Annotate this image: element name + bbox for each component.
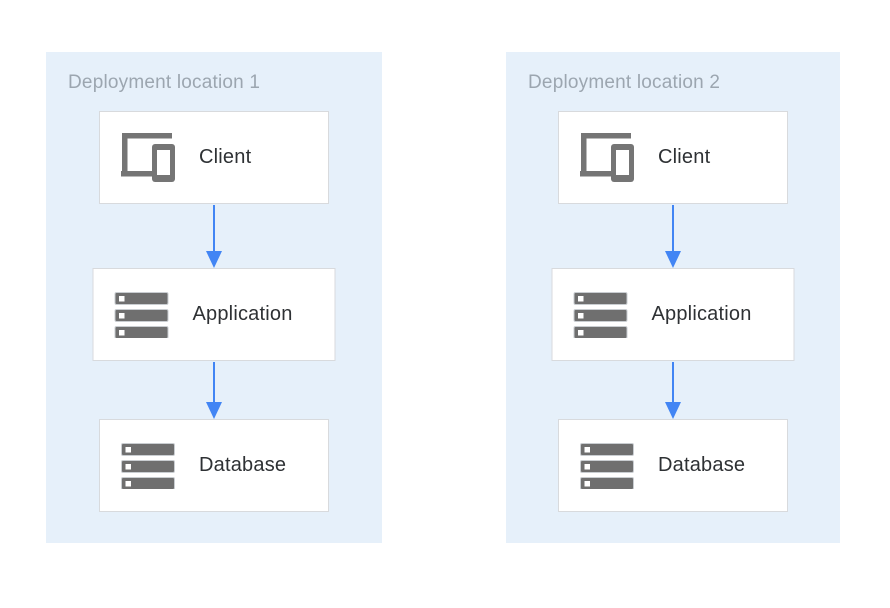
node-application: Application xyxy=(92,268,336,361)
arrow-client-to-application xyxy=(206,205,222,268)
server-stack-icon xyxy=(121,442,175,489)
arrow-line xyxy=(672,205,674,251)
arrow-head xyxy=(665,402,681,419)
arrow-application-to-database xyxy=(665,362,681,419)
node-label: Application xyxy=(192,303,293,325)
server-stack-icon xyxy=(580,442,634,489)
arrow-client-to-application xyxy=(665,205,681,268)
server-stack-icon xyxy=(114,291,169,338)
node-label: Application xyxy=(651,303,752,325)
node-label: Database xyxy=(658,454,746,476)
node-label: Database xyxy=(199,454,287,476)
arrow-line xyxy=(213,362,215,402)
deployment-location-1-panel: Deployment location 1 Client xyxy=(46,52,382,543)
arrow-head xyxy=(665,251,681,268)
deployment-location-2-panel: Deployment location 2 Client xyxy=(506,52,840,543)
node-database: Database xyxy=(99,419,329,512)
node-client: Client xyxy=(99,111,329,204)
node-label: Client xyxy=(658,146,711,168)
server-stack-icon xyxy=(573,291,628,338)
arrow-head xyxy=(206,251,222,268)
panel-title: Deployment location 1 xyxy=(68,72,261,93)
arrow-application-to-database xyxy=(206,362,222,419)
node-label: Client xyxy=(199,146,252,168)
arrow-head xyxy=(206,402,222,419)
node-database: Database xyxy=(558,419,788,512)
arrow-line xyxy=(672,362,674,402)
node-client: Client xyxy=(558,111,788,204)
node-application: Application xyxy=(551,268,795,361)
devices-icon xyxy=(121,133,175,182)
devices-icon xyxy=(580,133,634,182)
panel-title: Deployment location 2 xyxy=(528,72,721,93)
arrow-line xyxy=(213,205,215,251)
